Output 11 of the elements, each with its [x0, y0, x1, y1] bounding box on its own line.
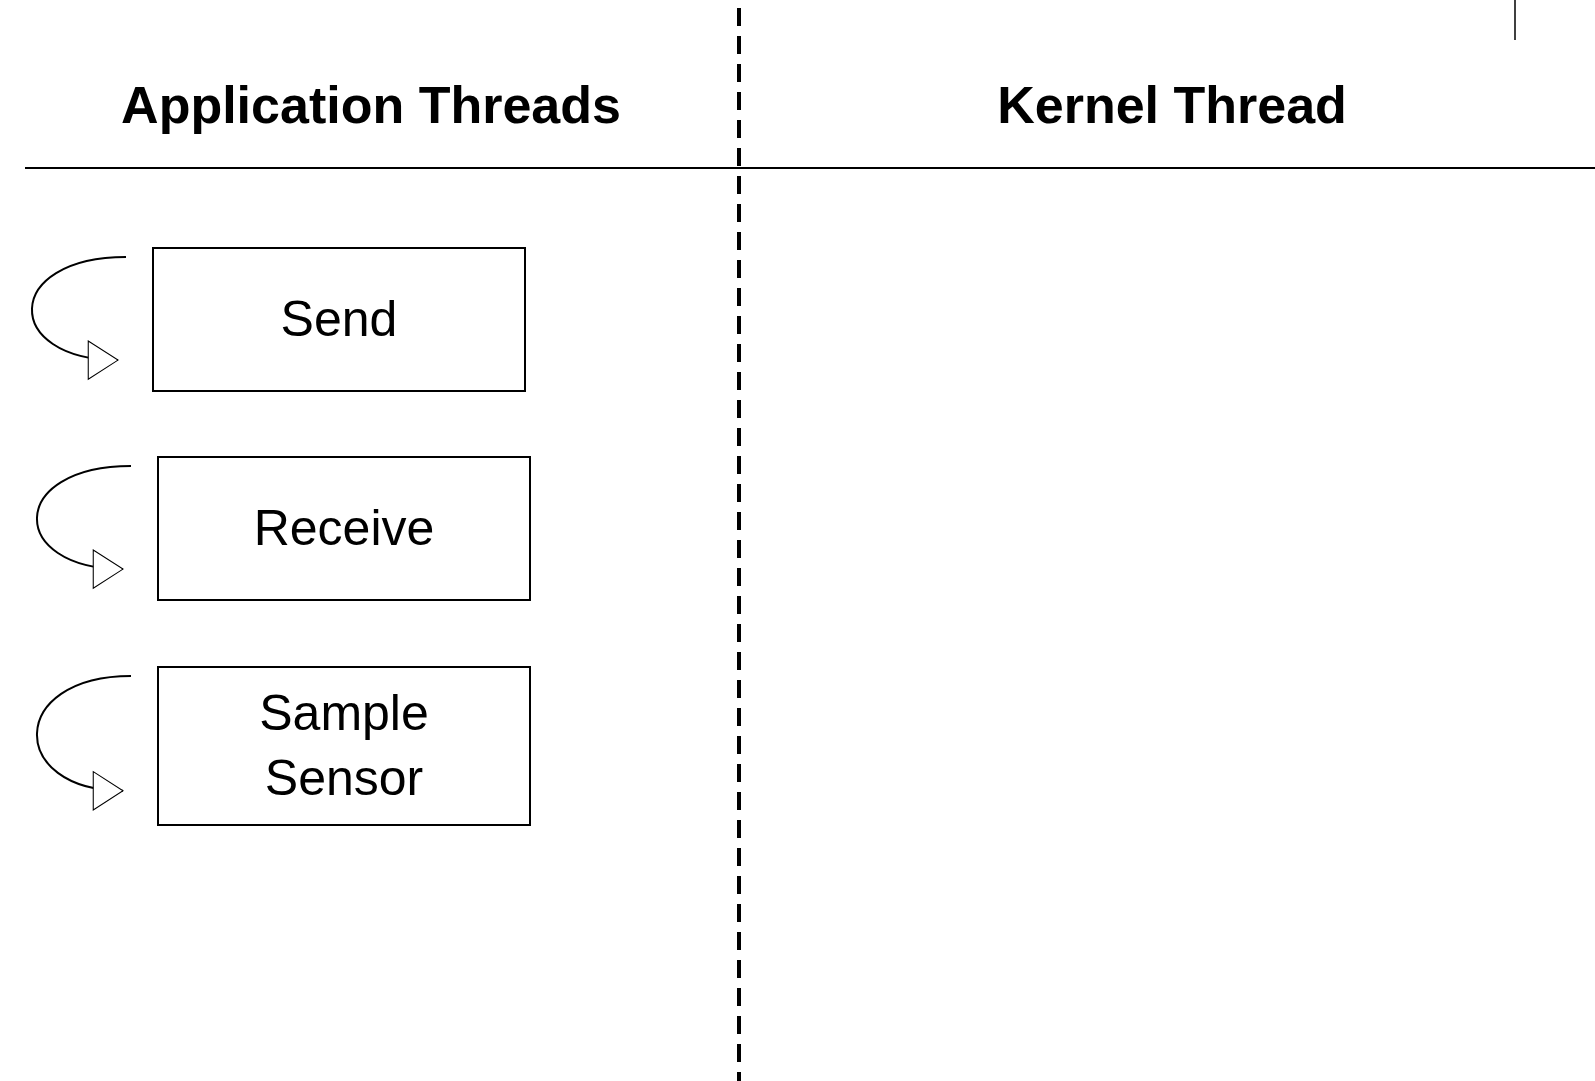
loop-arrow	[31, 256, 127, 378]
column-heading: Kernel Thread	[997, 75, 1347, 135]
box-label: Send	[279, 290, 399, 349]
column-heading: Application Threads	[121, 75, 621, 135]
process-box	[157, 666, 531, 826]
box-label: Sample Sensor	[258, 684, 430, 808]
loop-arrow	[36, 465, 132, 587]
process-box	[157, 456, 531, 601]
box-label: Receive	[252, 499, 436, 558]
process-box	[152, 247, 526, 392]
loop-arrow	[36, 675, 132, 808]
